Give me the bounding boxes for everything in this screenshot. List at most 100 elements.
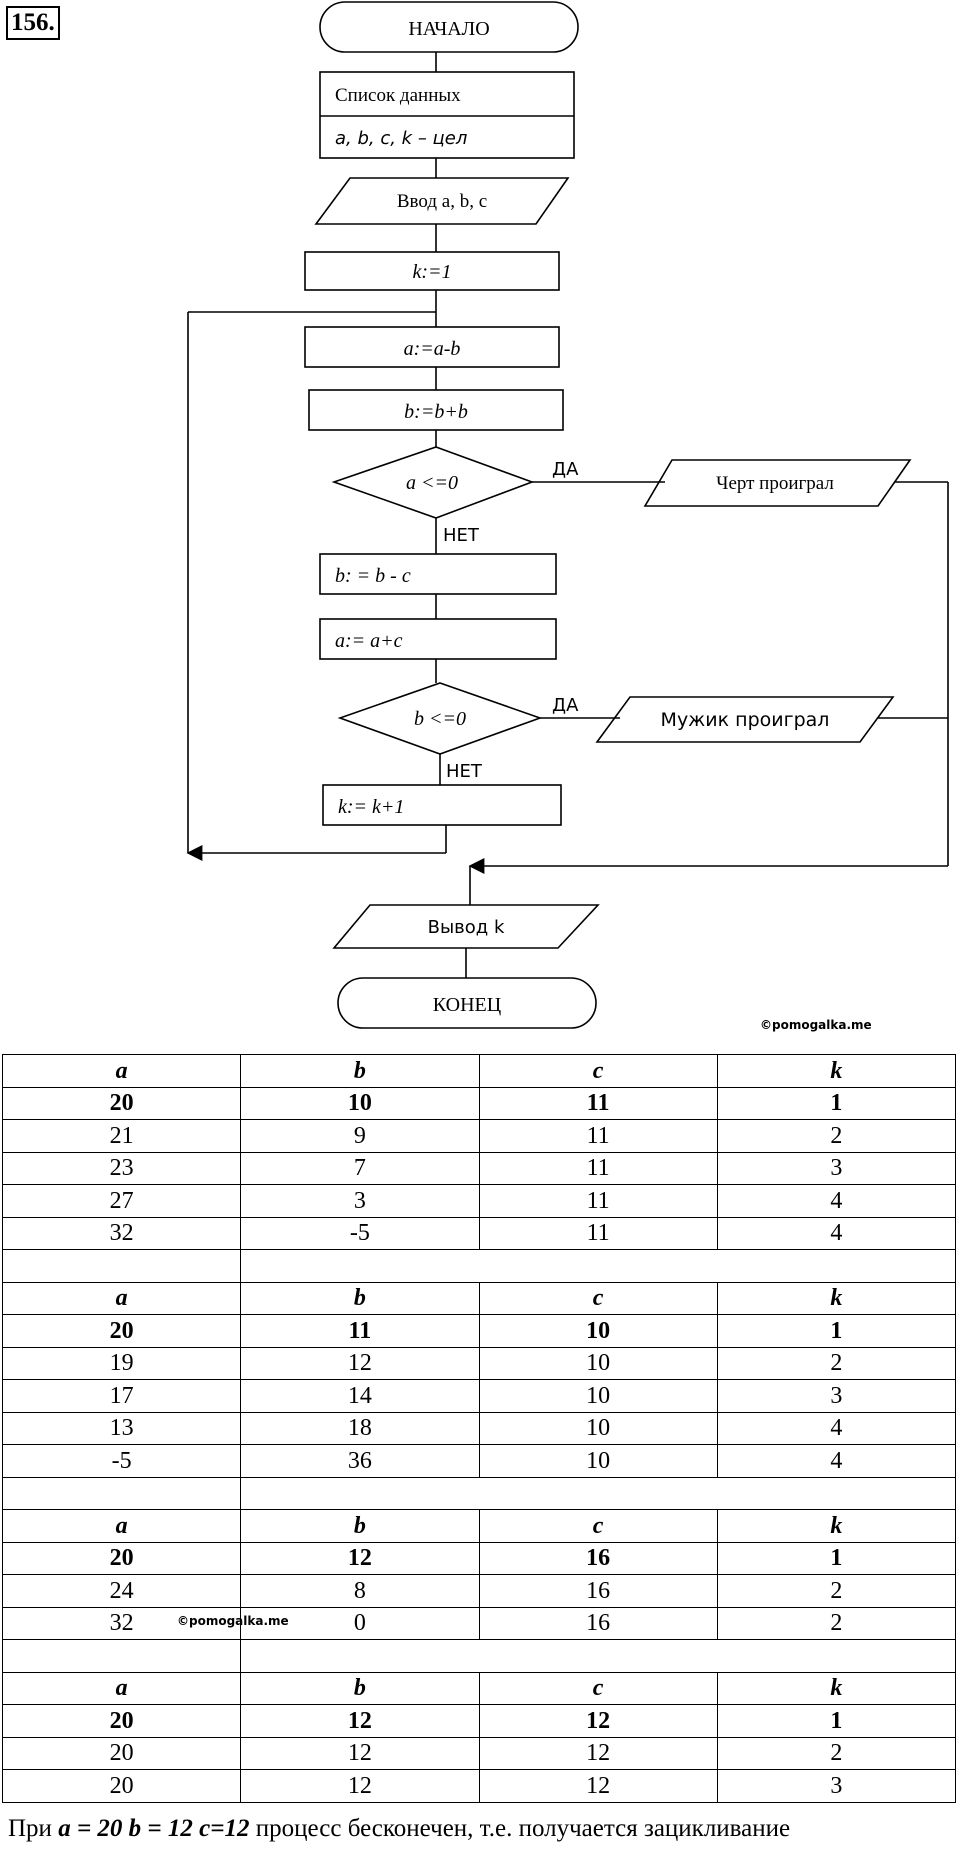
table-cell: 16: [478, 1574, 718, 1608]
table-cell: -5: [1, 1444, 242, 1478]
table-cell: 10: [478, 1314, 718, 1348]
table-cell: 12: [240, 1541, 480, 1575]
step-k-box: [322, 784, 562, 826]
table-cell: 4: [716, 1411, 957, 1445]
conclusion-prefix: При: [8, 1815, 59, 1842]
table-cell: 11: [478, 1151, 718, 1185]
table-cell: 11: [478, 1119, 718, 1153]
table-cell: 16: [478, 1541, 718, 1575]
table-cell: 20: [1, 1086, 242, 1120]
data-list-box: [319, 71, 575, 159]
table-cell: 10: [478, 1346, 718, 1380]
end-terminal: [337, 977, 597, 1029]
header-cell: c: [478, 1054, 718, 1088]
table-cell: 3: [716, 1769, 957, 1803]
table-cell: 0: [240, 1606, 480, 1640]
step-b2-label: b: = b - c: [335, 565, 411, 587]
conclusion-suffix: процесс бесконечен, т.е. получается заци…: [249, 1815, 791, 1842]
step-a2-label: a:= a+c: [335, 630, 403, 652]
out1-parallelogram: [643, 459, 912, 507]
table-cell: 14: [240, 1379, 480, 1413]
step-b-label: b:=b+b: [404, 401, 468, 423]
table-cell: 8: [240, 1574, 480, 1608]
table-cell: 16: [478, 1606, 718, 1640]
table-cell: 10: [478, 1411, 718, 1445]
spacer-cell: [1, 1476, 242, 1510]
step-b2-box: [319, 553, 557, 595]
table-cell: 10: [240, 1086, 480, 1120]
output-parallelogram: [332, 904, 600, 949]
table-cell: 7: [240, 1151, 480, 1185]
spacer-cell: [240, 1249, 956, 1283]
table-cell: 1: [716, 1086, 957, 1120]
cond1-label: a <=0: [406, 472, 458, 494]
table-cell: 2: [716, 1736, 957, 1770]
header-cell: a: [1, 1281, 242, 1315]
table-cell: 27: [1, 1184, 242, 1218]
conclusion-values: a = 20 b = 12 c=12: [58, 1815, 250, 1842]
data-list-vars: a, b, c, k – цел: [335, 128, 467, 149]
header-cell: b: [240, 1054, 480, 1088]
table-cell: 12: [478, 1769, 718, 1803]
spacer-cell: [1, 1639, 242, 1673]
step-a-label: a:=a-b: [404, 338, 461, 360]
spacer-row: [1, 1639, 956, 1673]
table-cell: 3: [240, 1184, 480, 1218]
spacer-cell: [240, 1476, 956, 1510]
table-cell: 24: [1, 1574, 242, 1608]
step-a-box: [304, 326, 560, 368]
conclusion: При a = 20 b = 12 c=12 процесс бесконече…: [8, 1815, 790, 1843]
table-cell: -5: [240, 1216, 480, 1250]
header-cell: b: [240, 1281, 480, 1315]
table-cell: 20: [1, 1736, 242, 1770]
table-cell: 10: [478, 1379, 718, 1413]
table-cell: 2: [716, 1346, 957, 1380]
table-cell: 12: [478, 1736, 718, 1770]
table-cell: 11: [478, 1184, 718, 1218]
table-cell: 12: [240, 1736, 480, 1770]
table-cell: 23: [1, 1151, 242, 1185]
table-cell: 20: [1, 1541, 242, 1575]
spacer-row: [1, 1476, 956, 1510]
table-cell: 17: [1, 1379, 242, 1413]
table-cell: 1: [716, 1314, 957, 1348]
header-cell: b: [240, 1509, 480, 1543]
table-cell: 4: [716, 1444, 957, 1478]
table-cell: 13: [1, 1411, 242, 1445]
table-cell: 11: [478, 1086, 718, 1120]
step-k-label: k:= k+1: [338, 796, 404, 818]
table-cell: 21: [1, 1119, 242, 1153]
step-a2-box: [319, 618, 557, 660]
out1-label: Черт проиграл: [716, 473, 834, 494]
spacer-row: [1, 1249, 956, 1283]
spacer-cell: [240, 1639, 956, 1673]
table-cell: 20: [1, 1314, 242, 1348]
watermark-table: ©pomogalka.me: [177, 1614, 289, 1628]
end-label: КОНЕЦ: [433, 994, 501, 1016]
table-cell: 19: [1, 1346, 242, 1380]
start-terminal: [319, 1, 579, 53]
table-cell: 36: [240, 1444, 480, 1478]
init-k-box: [304, 251, 560, 291]
table-cell: 18: [240, 1411, 480, 1445]
watermark-top: ©pomogalka.me: [760, 1018, 872, 1032]
yes1-label: ДА: [552, 459, 579, 480]
table-cell: 12: [478, 1704, 718, 1738]
table-cell: 4: [716, 1184, 957, 1218]
header-cell: b: [240, 1671, 480, 1705]
out2-parallelogram: [595, 696, 895, 743]
no2-label: НЕТ: [446, 761, 483, 782]
header-cell: c: [478, 1281, 718, 1315]
no1-label: НЕТ: [443, 525, 480, 546]
